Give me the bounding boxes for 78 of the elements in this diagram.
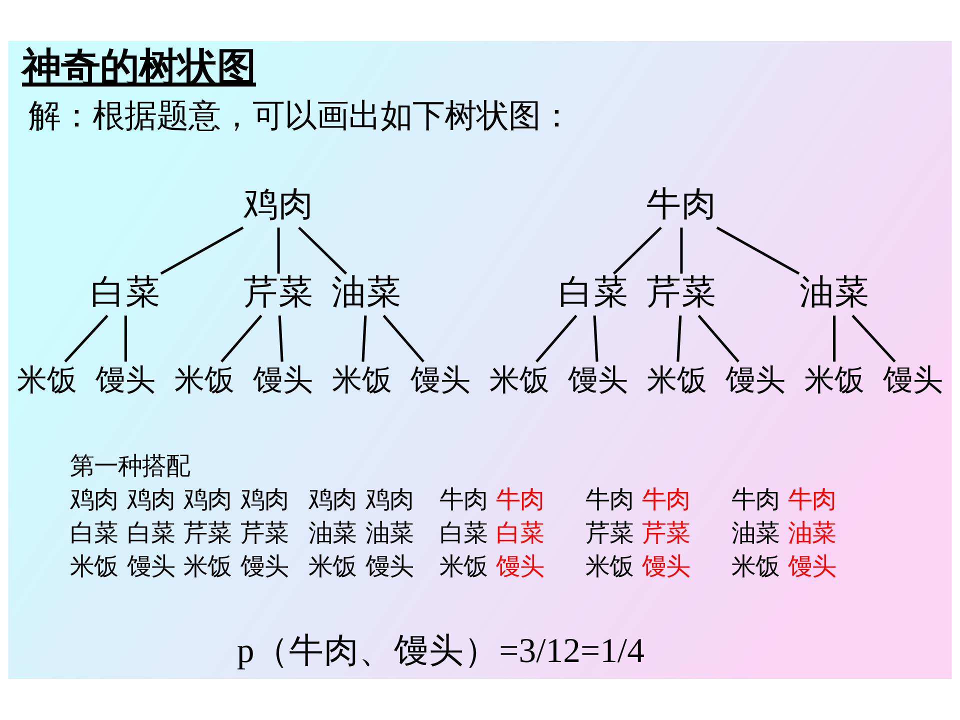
label: p（牛肉、馒头）=3/12=1/4 xyxy=(236,631,644,670)
label: 米饭 xyxy=(70,554,118,581)
label: 馒头 xyxy=(788,554,836,581)
label: 芹菜 xyxy=(184,520,232,547)
connector xyxy=(833,316,836,362)
node-text: 白菜 xyxy=(558,272,628,312)
connector xyxy=(852,314,896,363)
label: 牛肉 xyxy=(439,486,488,514)
label: 牛肉 xyxy=(788,486,836,514)
label: 第一种搭配 xyxy=(70,452,190,480)
node-text: 馒头 xyxy=(253,362,314,397)
connector xyxy=(278,316,284,362)
diagram-title: 神奇的树状图 xyxy=(22,46,256,90)
node-text: 米饭 xyxy=(16,362,77,397)
node-text: 馒头 xyxy=(96,362,156,397)
node-text: 馒头 xyxy=(883,362,944,397)
node-text: 米饭 xyxy=(332,362,392,397)
node-text: 米饭 xyxy=(174,362,234,397)
connector xyxy=(298,226,348,275)
label: 馒头 xyxy=(240,554,288,581)
connector xyxy=(536,314,578,362)
label: 牛肉 xyxy=(642,486,690,514)
connector xyxy=(593,316,598,362)
label: 鸡肉 xyxy=(365,486,414,514)
label: 油菜 xyxy=(731,520,780,547)
connector xyxy=(124,316,127,362)
connector xyxy=(277,228,280,274)
node-text: 芹菜 xyxy=(244,272,314,312)
label: 馒头 xyxy=(126,554,175,581)
label: 鸡肉 xyxy=(70,486,118,514)
label: 白菜 xyxy=(126,520,175,547)
connector xyxy=(676,316,682,362)
label: 油菜 xyxy=(788,520,836,547)
node-text: 米饭 xyxy=(804,362,864,397)
label: 馒头 xyxy=(496,554,544,581)
label: 米饭 xyxy=(731,554,780,581)
node-text: 馒头 xyxy=(726,362,786,397)
label: 鸡肉 xyxy=(308,486,357,514)
node-text: 油菜 xyxy=(799,272,870,312)
label: 牛肉 xyxy=(585,486,634,514)
label: 芹菜 xyxy=(240,520,288,547)
connector xyxy=(680,228,683,274)
node-text: 馒头 xyxy=(568,362,628,397)
label: 米饭 xyxy=(585,554,634,581)
label: 油菜 xyxy=(365,520,414,547)
connector xyxy=(362,316,367,362)
label: 米饭 xyxy=(308,554,357,581)
connector xyxy=(220,314,262,362)
label: 白菜 xyxy=(439,520,488,547)
node-text: 牛肉 xyxy=(646,184,716,224)
node-text: 油菜 xyxy=(332,272,402,312)
label: 米饭 xyxy=(439,554,488,581)
node-text: 白菜 xyxy=(90,272,161,312)
node-text: 馒头 xyxy=(410,362,471,397)
connector xyxy=(64,314,108,363)
label: 牛肉 xyxy=(496,486,544,514)
node-text: 米饭 xyxy=(489,362,550,397)
node-text: 米饭 xyxy=(646,362,707,397)
label: 油菜 xyxy=(308,520,357,547)
connector xyxy=(382,314,424,362)
label: 芹菜 xyxy=(585,520,634,547)
label: 鸡肉 xyxy=(184,486,232,514)
node-text: 芹菜 xyxy=(646,272,716,312)
node-text: 鸡肉 xyxy=(244,184,314,224)
connector xyxy=(612,226,662,275)
connector xyxy=(160,226,244,275)
label: 解：根据题意，可以画出如下树状图： xyxy=(28,98,573,135)
label: 白菜 xyxy=(496,520,544,547)
label: 馒头 xyxy=(642,554,690,581)
label: 鸡肉 xyxy=(126,486,175,514)
label: 馒头 xyxy=(365,554,414,581)
label: 牛肉 xyxy=(731,486,780,514)
label: 芹菜 xyxy=(642,520,690,547)
connector xyxy=(716,226,800,275)
label: 米饭 xyxy=(184,554,232,581)
label: 鸡肉 xyxy=(240,486,288,514)
label: 白菜 xyxy=(70,520,118,547)
connector xyxy=(698,314,740,362)
